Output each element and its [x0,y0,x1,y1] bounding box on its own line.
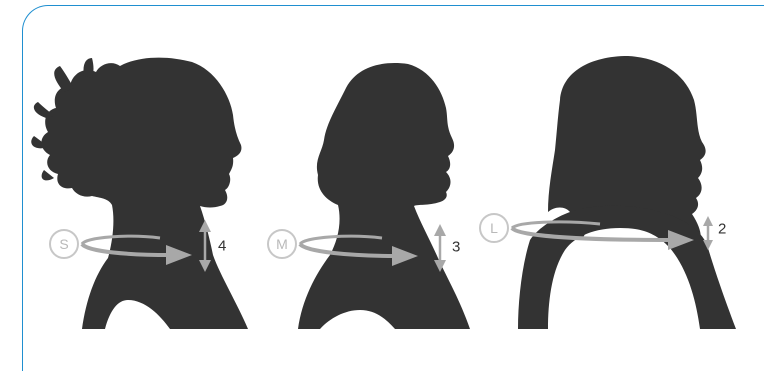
size-label-medium: M [276,236,288,252]
size-label-large: L [490,220,498,236]
body-arch-large [518,206,736,329]
panel-large: L 2 [480,56,736,329]
height-value-large: 2 [718,221,726,238]
head-silhouette-medium [298,63,470,329]
panel-small: S 4 [31,58,248,329]
size-label-small: S [59,236,68,252]
panel-medium: M 3 [268,63,470,329]
height-value-medium: 3 [452,239,460,256]
head-silhouette-small [41,58,248,329]
height-value-small: 4 [218,238,226,255]
